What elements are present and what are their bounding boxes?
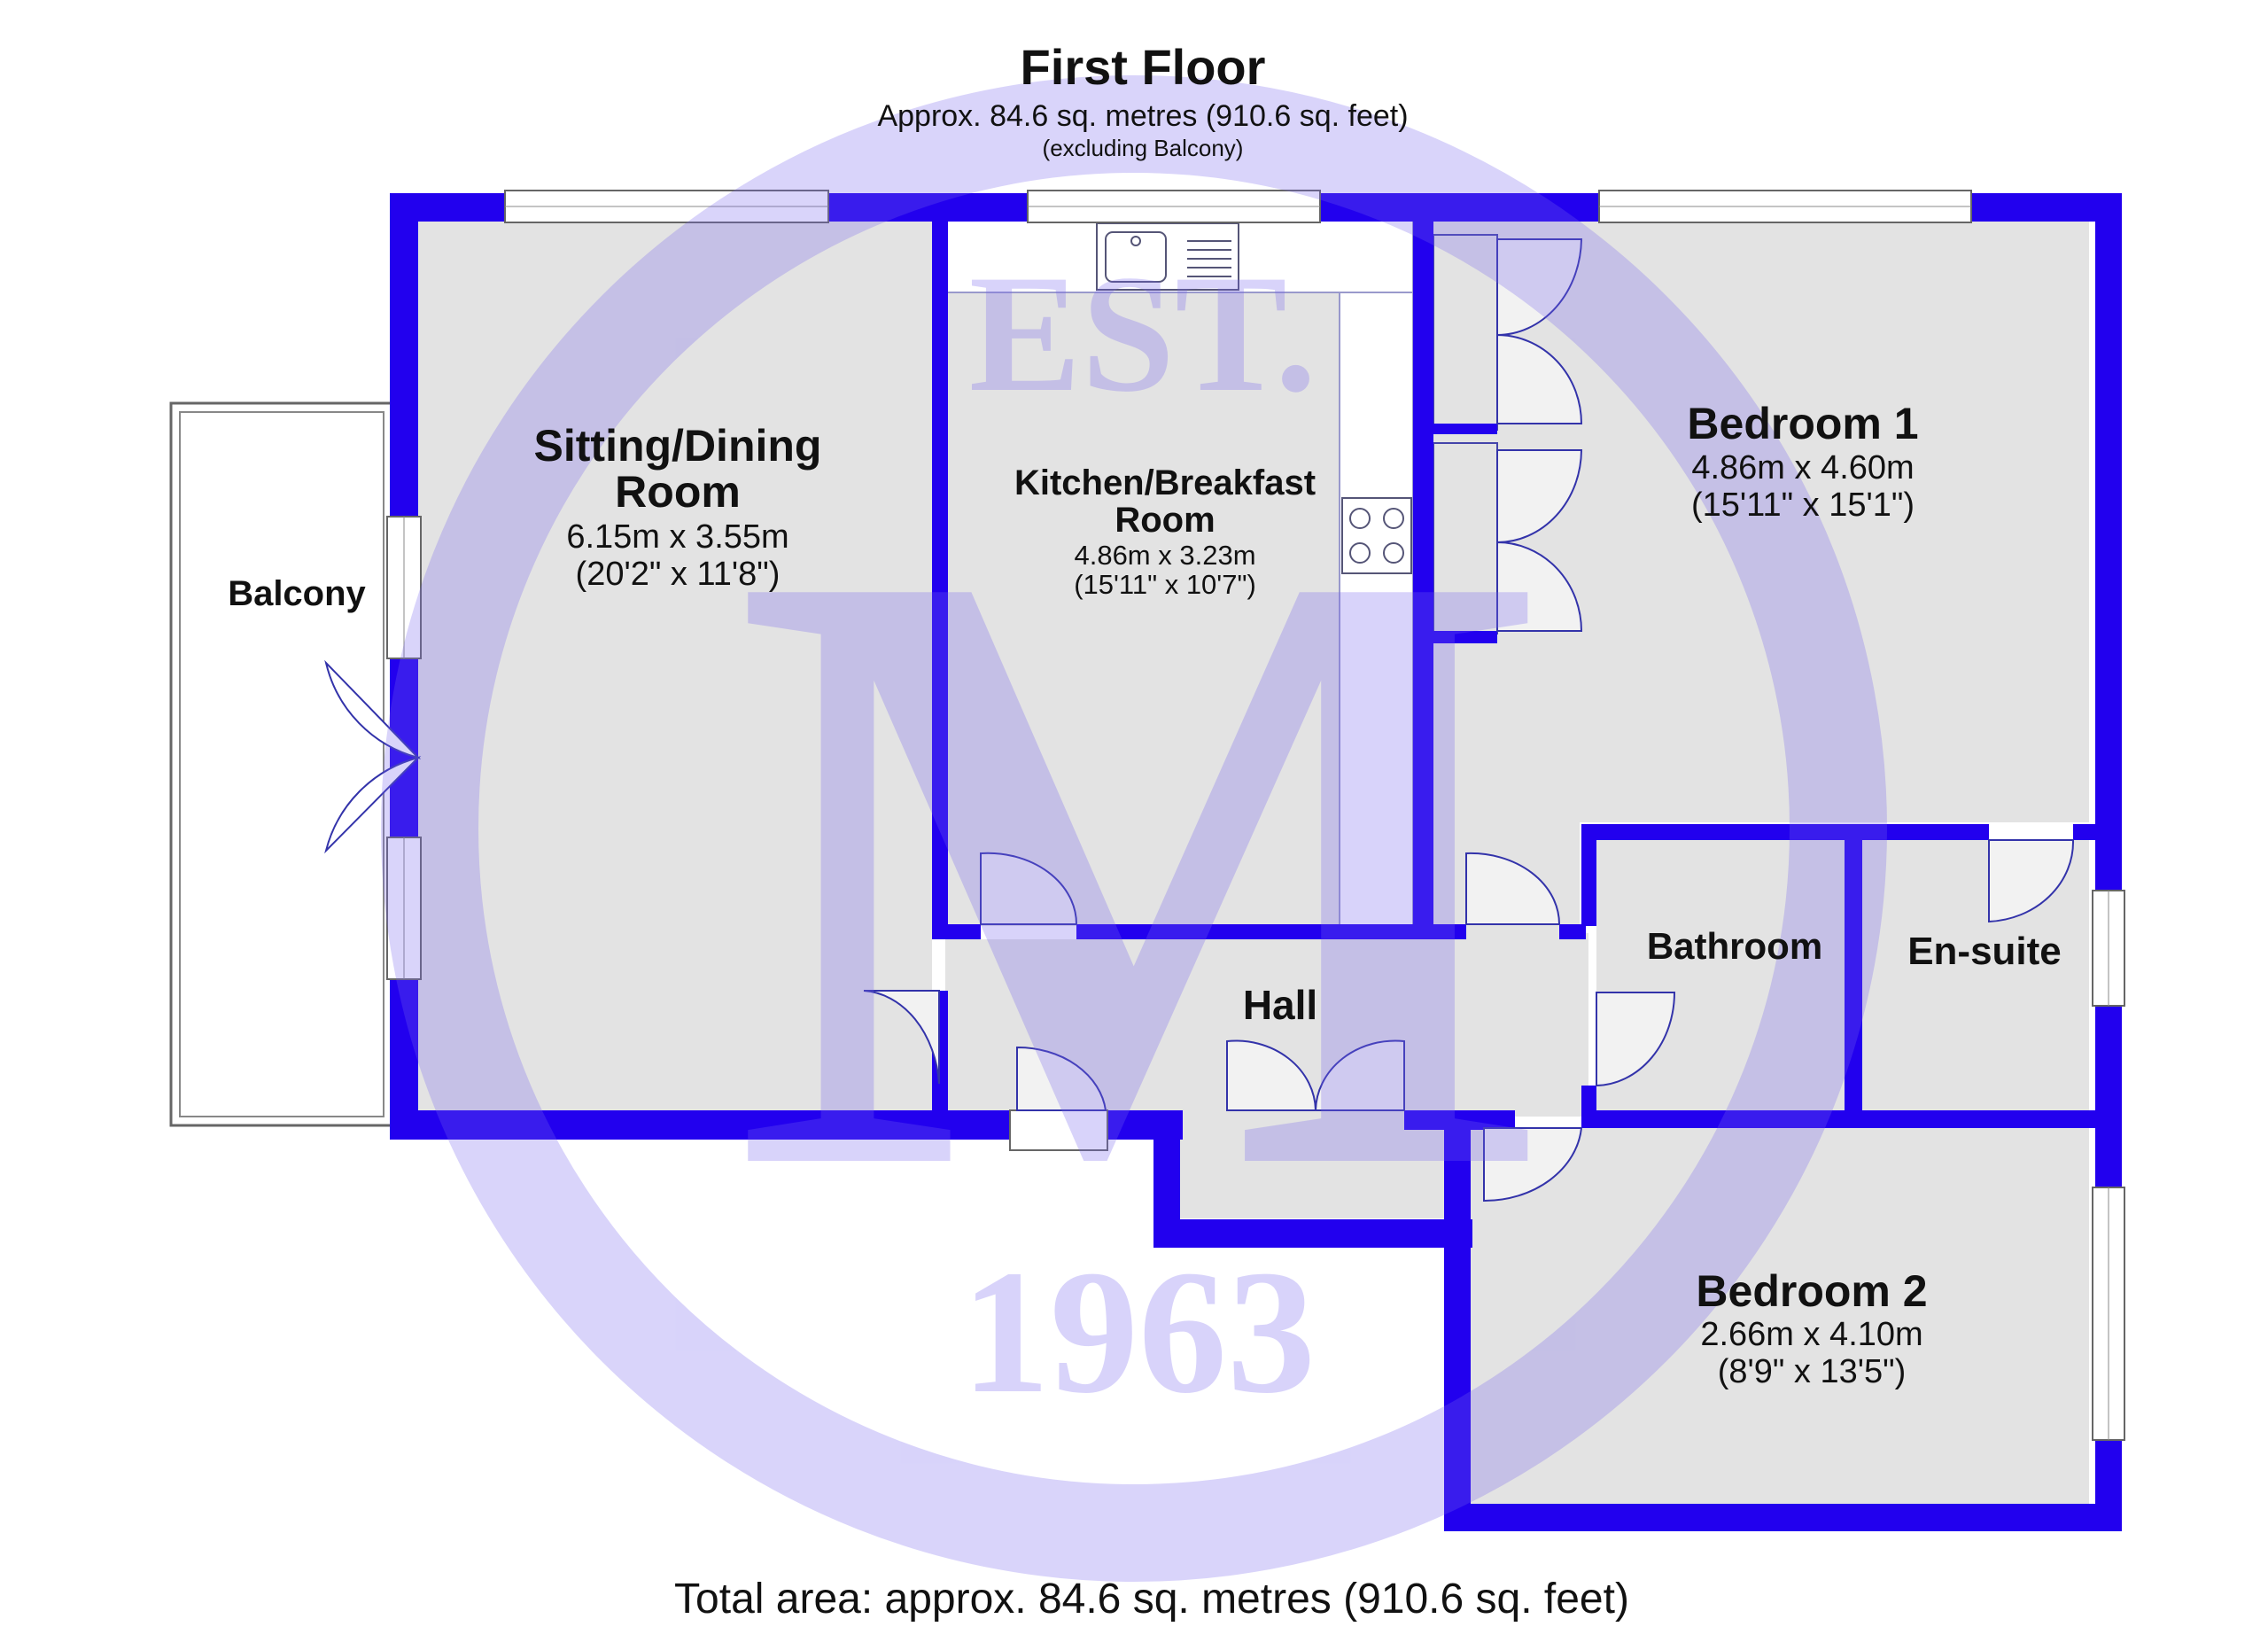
room-name: Room [615,467,741,517]
wall-cupboard-bottom [1153,1219,1472,1248]
wall-kitchen-hall-left [932,924,981,939]
wall-bed1-hall-right [1559,924,1586,939]
wall-bath-left [1581,824,1596,926]
hall-cupboard-floor [1178,1112,1449,1218]
watermark-letter: M [734,387,1553,1349]
page-title: First Floor [1021,39,1266,95]
label-bathroom: Bathroom [1647,925,1822,967]
area-note: (excluding Balcony) [1043,135,1244,161]
wall-bed2-bottom [1444,1504,2122,1531]
floor-areas [418,220,2089,1504]
room-size-metric: 4.86m x 4.60m [1691,449,1914,486]
watermark-top-text: EST. [969,241,1317,427]
kitchen-floor [945,292,1340,926]
kitchen-worktops [944,219,1414,927]
room-size-imperial: (20'2" x 11'8") [576,556,781,593]
wall-sitting-kitchen [932,193,948,924]
door-swings [324,238,2075,1202]
wall-left [390,193,418,1140]
label-bedroom1: Bedroom 1 4.86m x 4.60m (15'11" x 15'1") [1687,399,1918,524]
wall-bath-bottom [1581,1110,2095,1128]
wall-bed2-top-left [1471,1110,1515,1128]
label-ensuite: En-suite [1907,930,2062,973]
wall-bath-ensuite [1845,824,1862,1128]
watermark-ring-icon [381,75,1887,1582]
room-name: Room [1115,501,1215,540]
room-name: Sitting/Dining [534,421,822,471]
wall-bath-top [1581,824,1989,840]
label-bedroom2: Bedroom 2 2.66m x 4.10m (8'9" x 13'5") [1696,1266,1927,1390]
watermark-logo: M EST. 1963 [381,75,1887,1582]
wall-bed2-left [1444,1110,1471,1531]
hall-right-floor [1433,933,1588,1117]
sitting-dining-floor [418,220,932,1110]
wall-kitchen-bed1 [1413,193,1433,939]
wall-bottom-left [390,1110,1010,1140]
label-kitchen: Kitchen/Breakfast Room 4.86m x 3.23m (15… [1014,463,1316,600]
balcony [169,401,394,1127]
wall-bath-top-right [2073,824,2100,840]
room-size-imperial: (15'11" x 10'7") [1074,569,1256,600]
room-size-imperial: (15'11" x 15'1") [1691,486,1915,524]
watermark-bottom-text: 1963 [961,1234,1316,1430]
room-name: Bedroom 1 [1687,399,1918,448]
room-size-metric: 4.86m x 3.23m [1074,540,1255,571]
hob-icon [1341,497,1412,574]
label-hall: Hall [1243,982,1317,1028]
room-name: Bedroom 2 [1696,1266,1927,1316]
room-name: Kitchen/Breakfast [1014,463,1316,502]
label-balcony: Balcony [228,574,366,613]
wall-kitchen-hall [1076,924,1453,939]
total-area: Total area: approx. 84.6 sq. metres (910… [674,1576,1629,1623]
room-size-metric: 2.66m x 4.10m [1700,1316,1922,1353]
label-sitting-dining: Sitting/Dining Room 6.15m x 3.55m (20'2"… [534,421,822,593]
area-line: Approx. 84.6 sq. metres (910.6 sq. feet) [877,99,1408,133]
bedroom2-floor [1464,1127,2089,1504]
room-size-metric: 6.15m x 3.55m [566,518,788,556]
room-size-imperial: (8'9" x 13'5") [1718,1353,1907,1390]
wall-bed1-hall [1453,924,1466,939]
